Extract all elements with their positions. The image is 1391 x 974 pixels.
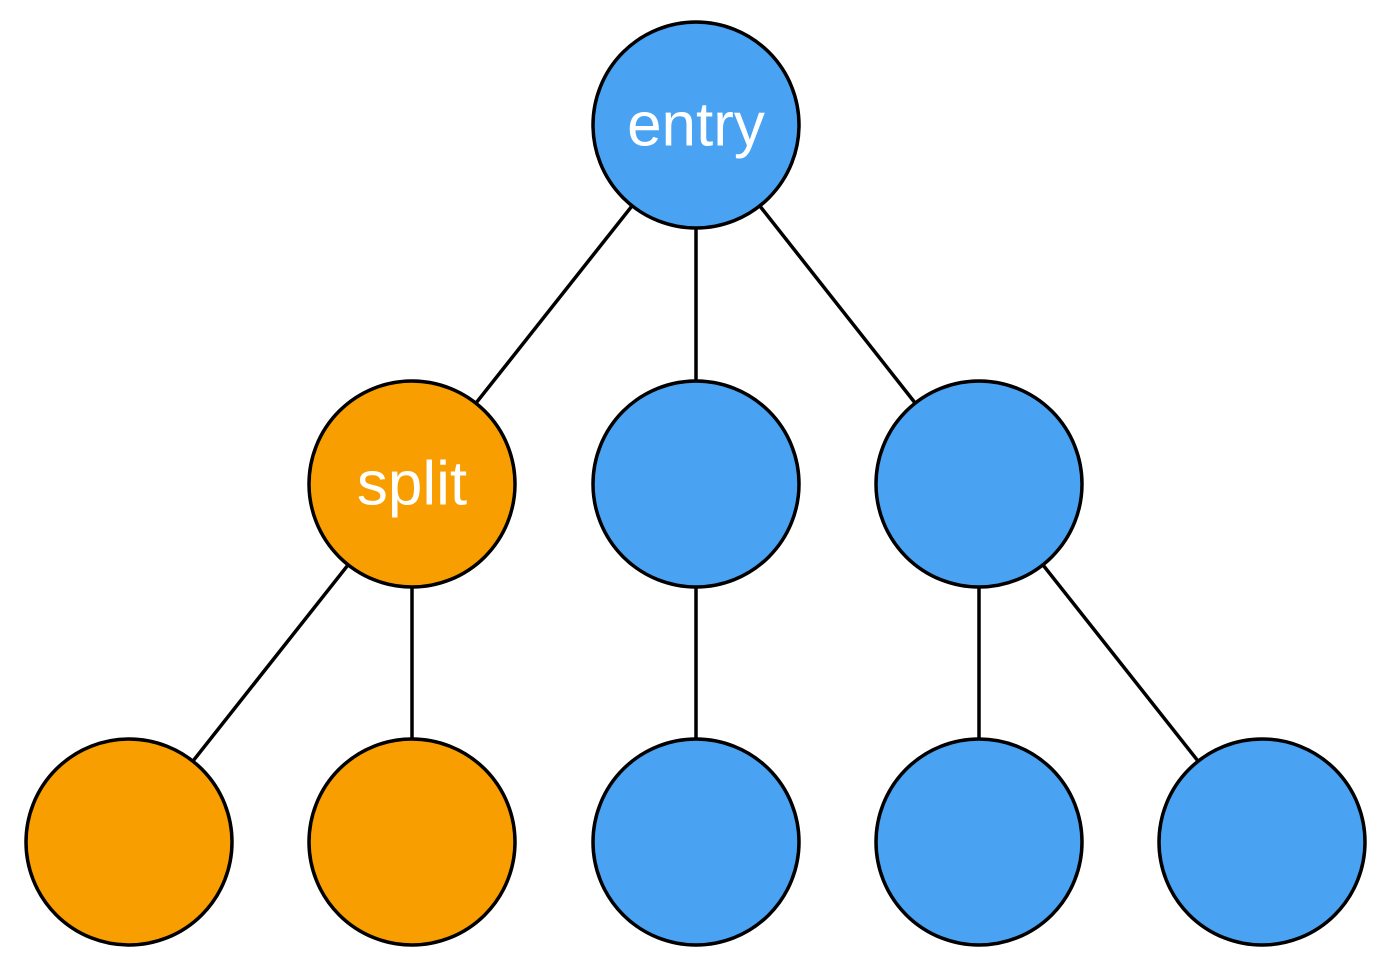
node-mid-center bbox=[591, 379, 801, 589]
node-circle-leaf-5 bbox=[1157, 737, 1367, 947]
node-split: split bbox=[307, 379, 517, 589]
node-circle-entry bbox=[591, 20, 801, 230]
node-label-split: split bbox=[357, 450, 467, 519]
node-circle-mid-right bbox=[874, 379, 1084, 589]
node-circle-split bbox=[307, 379, 517, 589]
node-circle-leaf-4 bbox=[874, 737, 1084, 947]
node-leaf-5 bbox=[1157, 737, 1367, 947]
nodes-layer: entry split bbox=[24, 20, 1367, 947]
edge-mid-right-to-leaf-5 bbox=[1041, 563, 1200, 763]
edge-split-to-leaf-1 bbox=[191, 563, 350, 763]
node-circle-leaf-3 bbox=[591, 737, 801, 947]
node-leaf-4 bbox=[874, 737, 1084, 947]
node-entry: entry bbox=[591, 20, 801, 230]
edges-layer bbox=[191, 204, 1200, 763]
node-circle-leaf-1 bbox=[24, 737, 234, 947]
edge-entry-to-mid-right bbox=[758, 204, 917, 405]
node-mid-right bbox=[874, 379, 1084, 589]
node-leaf-1 bbox=[24, 737, 234, 947]
node-label-entry: entry bbox=[627, 91, 765, 160]
node-circle-mid-center bbox=[591, 379, 801, 589]
node-circle-leaf-2 bbox=[307, 737, 517, 947]
edge-entry-to-split bbox=[474, 204, 634, 405]
node-leaf-2 bbox=[307, 737, 517, 947]
node-leaf-3 bbox=[591, 737, 801, 947]
